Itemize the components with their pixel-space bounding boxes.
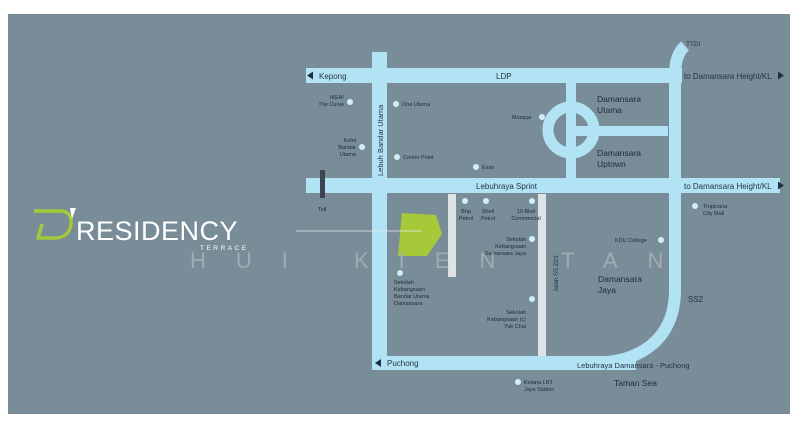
to-kl-sprint-arrow-icon bbox=[778, 181, 784, 190]
mosque-label: Mosque bbox=[512, 115, 532, 121]
jalan-ss22-label: Jalan SS 22/1 bbox=[554, 254, 560, 292]
brand-name: RESIDENCY bbox=[76, 216, 238, 246]
center-point-marker-icon bbox=[394, 154, 400, 160]
to-kl-ldp-arrow-icon bbox=[778, 71, 784, 80]
kepong-label: Kepong bbox=[319, 72, 347, 81]
one-utama-marker-icon bbox=[393, 101, 399, 107]
kelana-lrt-marker-icon bbox=[515, 379, 521, 385]
to-kl-sprint-label: to Damansara Height/KL bbox=[684, 182, 772, 191]
brand-apostrophe-icon bbox=[70, 208, 76, 219]
ikea-marker-icon bbox=[347, 99, 353, 105]
puchong-arrow-icon bbox=[375, 359, 381, 367]
puchong-road bbox=[374, 356, 636, 370]
link-road bbox=[576, 126, 668, 136]
taman-sea-label: Taman Sea bbox=[614, 378, 657, 388]
tropicana-marker-icon bbox=[692, 203, 698, 209]
ldp-puchong-label: Lebuhraya Damansara - Puchong bbox=[577, 361, 690, 370]
sprint-road bbox=[306, 178, 780, 193]
project-site-icon bbox=[398, 213, 442, 256]
ldp-label: LDP bbox=[496, 72, 512, 81]
to-kl-ldp-label: to Damansara Height/KL bbox=[684, 72, 772, 81]
ten-blvd-marker-icon bbox=[529, 198, 535, 204]
kdu-label: KDU College bbox=[615, 238, 647, 244]
sk-yuk-chai-marker-icon bbox=[529, 296, 535, 302]
kepong-arrow-icon bbox=[307, 71, 313, 80]
one-utama-label: One Utama bbox=[402, 102, 431, 108]
ttdi-road bbox=[669, 41, 690, 185]
bhp-marker-icon bbox=[462, 198, 468, 204]
damansara-utama-road bbox=[566, 83, 576, 178]
ldp-puchong-road bbox=[607, 193, 681, 368]
poi-markers bbox=[347, 99, 698, 385]
roundabout bbox=[542, 101, 600, 159]
sk-damansara-jaya-marker-icon bbox=[529, 236, 535, 242]
brand-subtitle: TERRACE bbox=[200, 245, 249, 252]
brand-logo: RESIDENCY TERRACE bbox=[34, 208, 249, 252]
lebuh-bandar-utama-label: Lebuh Bandar Utama bbox=[376, 104, 385, 176]
ttdi-label: TTDI bbox=[686, 41, 701, 48]
kolej-marker-icon bbox=[359, 144, 365, 150]
jalan-ss22-road bbox=[538, 194, 546, 356]
center-point-label: Center Point bbox=[403, 155, 434, 161]
esso-label: Esso bbox=[482, 165, 494, 171]
sprint-label: Lebuhraya Sprint bbox=[476, 182, 538, 191]
side-road bbox=[448, 194, 456, 277]
kdu-marker-icon bbox=[658, 237, 664, 243]
toll-marker-icon bbox=[320, 170, 325, 198]
brand-d-mark-icon bbox=[34, 209, 73, 240]
watermark-text: HUI KIEN TAN bbox=[190, 248, 693, 273]
sk-bandar-utama-marker-icon bbox=[397, 270, 403, 276]
ikea-label: IKEA/The Curve bbox=[318, 95, 344, 108]
shell-marker-icon bbox=[483, 198, 489, 204]
esso-marker-icon bbox=[473, 164, 479, 170]
lebuh-bandar-utama-road bbox=[372, 52, 387, 370]
mosque-marker-icon bbox=[539, 114, 545, 120]
toll-label: Toll bbox=[318, 207, 326, 213]
road-network bbox=[306, 52, 780, 370]
puchong-label: Puchong bbox=[387, 359, 419, 368]
ldp-road bbox=[306, 68, 682, 83]
ss2-label: SS2 bbox=[688, 295, 704, 304]
